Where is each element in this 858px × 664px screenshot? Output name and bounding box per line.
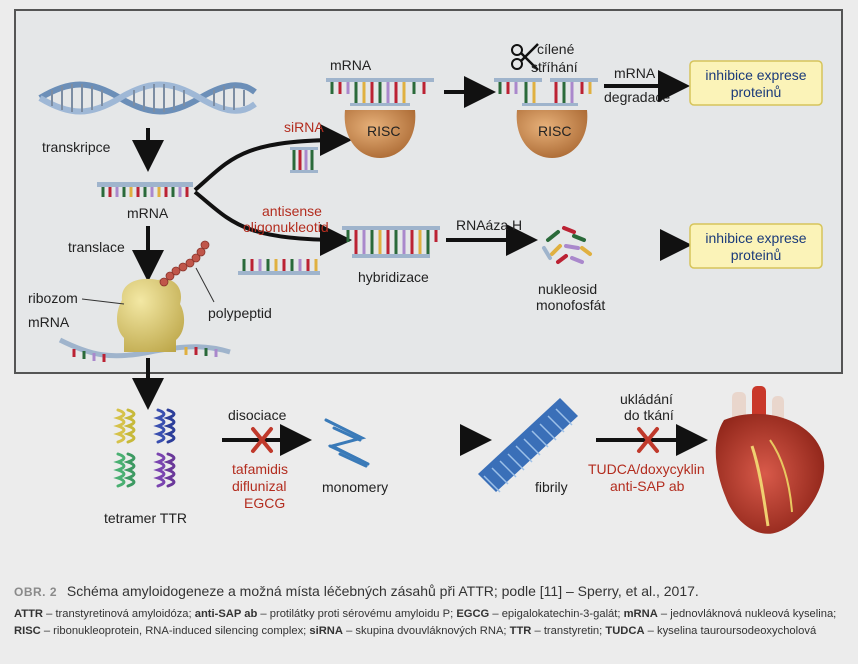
mrna-cleaved — [494, 78, 598, 106]
label-ukladani-1: ukládání — [620, 391, 673, 407]
label-drug-diflunizal: diflunizal — [232, 478, 286, 494]
mrna-on-risc — [326, 78, 434, 106]
abbr-term: TTR — [509, 624, 532, 637]
label-disociace: disociace — [228, 407, 287, 423]
label-mrna-ribosome: mRNA — [28, 314, 70, 330]
label-fibrily: fibrily — [535, 479, 568, 495]
abbr-definition: – protilátky proti sérovému amyloidu P; — [257, 608, 457, 620]
leader-ribozom — [81, 298, 125, 305]
label-transkripce: transkripce — [42, 139, 111, 155]
scissors-icon — [511, 43, 539, 71]
inhibit-box-1-line2: proteinů — [731, 84, 782, 100]
label-mrna-main: mRNA — [127, 205, 169, 221]
label-hybridizace: hybridizace — [358, 269, 429, 285]
label-drug-tafamidis: tafamidis — [232, 461, 288, 477]
abbr-term: RISC — [14, 624, 41, 637]
caption-label: OBR. 2 — [14, 585, 58, 599]
mrna-strand-main — [97, 182, 193, 197]
ribosome-mrna-bases — [72, 347, 218, 362]
arrow-to-sirna — [193, 124, 352, 192]
inhibit-box-1 — [689, 60, 823, 106]
risc-complex-1 — [344, 110, 416, 158]
sirna-fragment — [290, 147, 318, 173]
abbr-definition: – kyselina tauroursodeoxycholová — [644, 624, 817, 637]
abbr-term: ATTR — [14, 608, 43, 620]
arrow-to-antisense — [193, 190, 352, 256]
dna-helix — [38, 81, 257, 115]
label-ribozom: ribozom — [28, 290, 78, 306]
figure-caption: OBR. 2 Schéma amyloidogeneze a možná mís… — [14, 583, 848, 599]
inhibit-box-2 — [689, 223, 823, 269]
label-antisense-1: antisense — [262, 203, 322, 219]
label-degr-1: mRNA — [614, 65, 656, 81]
abbr-term: siRNA — [309, 624, 343, 637]
hybrid-duplex — [342, 226, 440, 258]
label-drug-tudca: TUDCA/doxycyklin — [588, 461, 705, 477]
ttr-tetramer — [113, 408, 176, 488]
label-polypeptid: polypeptid — [208, 305, 272, 321]
label-ukladani-2: do tkání — [624, 407, 674, 423]
label-risc-1: RISC — [367, 123, 400, 139]
leader-polypeptid — [195, 267, 215, 303]
label-antisense-2: oligonukleotid — [243, 219, 329, 235]
abbr-term: TUDCA — [605, 624, 645, 637]
label-cilene-1: cílené — [537, 41, 575, 57]
label-nukleosid-1: nukleosid — [538, 281, 597, 297]
label-tetramer: tetramer TTR — [104, 510, 187, 526]
abbr-term: mRNA — [623, 608, 658, 620]
label-drug-antisap: anti-SAP ab — [610, 478, 685, 494]
label-rnaza: RNAáza H — [456, 217, 522, 233]
abbr-term: EGCG — [456, 608, 490, 620]
abbr-definition: – ribonukleoprotein, RNA-induced silenci… — [40, 624, 310, 637]
inhibit-box-2-line2: proteinů — [731, 247, 782, 263]
label-degr-2: degradace — [604, 89, 670, 105]
label-cilene-2: stříhání — [531, 59, 578, 75]
caption-title: Schéma amyloidogeneze a možná místa léče… — [66, 583, 699, 599]
ttr-monomer — [324, 418, 370, 468]
polypeptide-chain — [159, 240, 210, 287]
abbr-definition: – skupina dvouvláknových RNA; — [342, 624, 510, 637]
abbr-definition: – transtyretin; — [531, 624, 606, 637]
ribosome — [117, 278, 185, 352]
label-mrna-risc: mRNA — [330, 57, 372, 73]
label-monomery: monomery — [322, 479, 388, 495]
label-nukleosid-2: monofosfát — [536, 297, 605, 313]
nucleoside-fragments — [542, 226, 592, 264]
risc-complex-2 — [516, 110, 588, 158]
label-sirna: siRNA — [284, 119, 324, 135]
abbreviations: ATTR – transtyretinová amyloidóza; anti-… — [14, 606, 848, 639]
abbr-definition: – transtyretinová amyloidóza; — [43, 608, 195, 620]
inhibit-box-2-line1: inhibice exprese — [705, 230, 806, 246]
label-drug-egcg: EGCG — [244, 495, 285, 511]
abbr-term: anti-SAP ab — [194, 608, 258, 620]
inhibit-box-1-line1: inhibice exprese — [705, 67, 806, 83]
label-risc-2: RISC — [538, 123, 571, 139]
label-translace: translace — [68, 239, 125, 255]
amyloid-fibril — [478, 398, 578, 493]
heart-icon — [715, 386, 825, 534]
block-x-icon-2 — [637, 427, 659, 453]
abbr-definition: – jednovláknová nukleová kyselina; — [657, 608, 837, 620]
abbr-definition: – epigalokatechin-3-galát; — [489, 608, 624, 620]
block-x-icon-1 — [251, 427, 273, 453]
antisense-oligo — [238, 259, 320, 275]
